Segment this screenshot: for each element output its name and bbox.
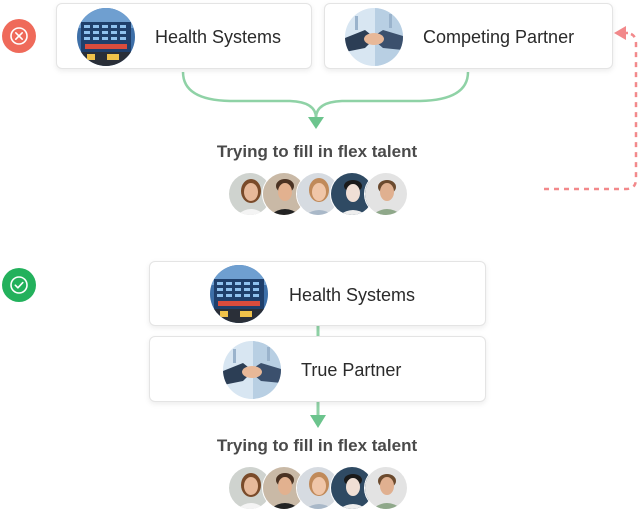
handshake-photo — [223, 341, 281, 399]
bottom-arrowhead — [310, 415, 326, 428]
card-label: Competing Partner — [423, 27, 575, 47]
health-systems-card: Health Systems — [56, 3, 312, 69]
competing-partner-card: Competing Partner — [324, 3, 613, 69]
merge-arrowhead — [308, 117, 324, 129]
talent-avatar-group — [228, 172, 410, 218]
card-label: Health Systems — [155, 27, 282, 47]
talent-avatar-5 — [364, 466, 408, 510]
true-partner-card: True Partner — [149, 336, 486, 402]
hospital-building-photo — [210, 265, 268, 323]
talent-avatar-group — [228, 466, 410, 512]
hospital-building-photo — [77, 8, 135, 66]
merge-connector-left — [181, 71, 318, 119]
health-systems-card: Health Systems — [149, 261, 486, 326]
handshake-photo — [345, 8, 403, 66]
close-circle-icon — [2, 19, 36, 53]
scenario-caption: Trying to fill in flex talent — [216, 436, 418, 455]
card-label: Health Systems — [289, 285, 416, 305]
dashed-arrowhead — [614, 26, 626, 40]
scenario-caption: Trying to fill in flex talent — [216, 142, 418, 161]
merge-connector-right — [314, 71, 470, 119]
check-circle-icon — [2, 268, 36, 302]
card-label: True Partner — [301, 360, 402, 380]
talent-avatar-5 — [364, 172, 408, 216]
